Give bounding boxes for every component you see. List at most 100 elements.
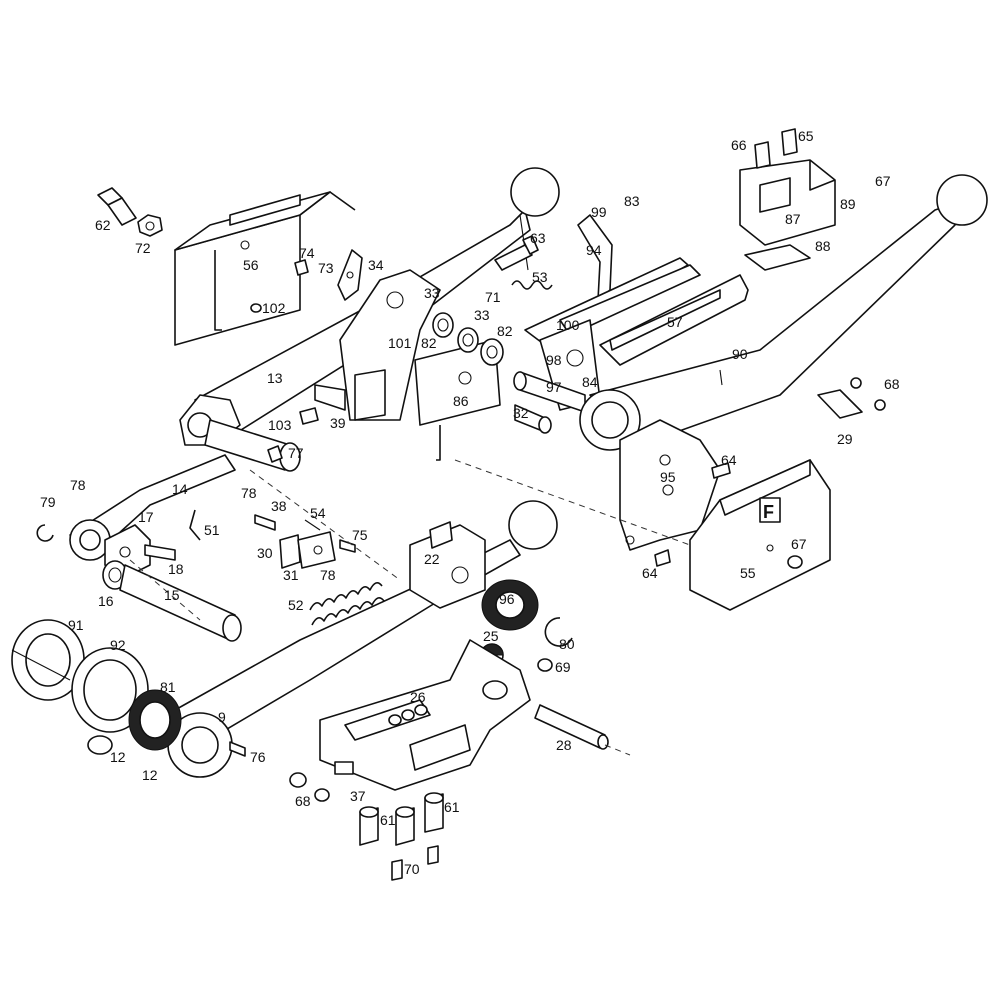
callout-88: 88 [815, 238, 831, 254]
screw-74 [294, 259, 309, 276]
housing-logo-letter: F [763, 502, 774, 522]
plate-29 [817, 389, 863, 419]
callout-56: 56 [243, 257, 259, 273]
callout-54: 54 [310, 505, 326, 521]
callout-84: 84 [582, 374, 598, 390]
callout-65: 65 [798, 128, 814, 144]
washer-12 [87, 735, 113, 755]
callout-32: 32 [513, 405, 529, 421]
gear-82 [480, 338, 504, 366]
screw-103 [299, 407, 319, 425]
callout-82a: 82 [421, 335, 437, 351]
callout-25: 25 [483, 628, 499, 644]
callout-96: 96 [499, 591, 515, 607]
callout-77: 77 [288, 445, 304, 461]
callout-95: 95 [660, 469, 676, 485]
screw-70b [427, 845, 439, 865]
ring-92 [71, 647, 149, 733]
callout-28: 28 [556, 737, 572, 753]
callout-82b: 82 [497, 323, 513, 339]
callout-67b: 67 [791, 536, 807, 552]
right-lever-90 [579, 174, 988, 451]
pin-38 [254, 514, 276, 531]
shaft-rod [204, 419, 301, 472]
callout-76: 76 [250, 749, 266, 765]
callout-12a: 12 [110, 749, 126, 765]
callout-98: 98 [546, 352, 562, 368]
cam-96 [481, 579, 539, 631]
callout-67a: 67 [875, 173, 891, 189]
callout-73: 73 [318, 260, 334, 276]
bolt-63 [494, 235, 539, 271]
slider-57 [599, 274, 749, 366]
callout-17: 17 [138, 509, 154, 525]
callout-68a: 68 [884, 376, 900, 392]
callout-68b: 68 [295, 793, 311, 809]
shim-88 [744, 244, 811, 271]
clamp-87 [739, 159, 836, 246]
callout-13: 13 [267, 370, 283, 386]
callout-53: 53 [532, 269, 548, 285]
spring-52 [309, 582, 385, 626]
callout-72: 72 [135, 240, 151, 256]
callout-18: 18 [168, 561, 184, 577]
callout-86: 86 [453, 393, 469, 409]
callout-33b: 33 [474, 307, 490, 323]
part-callouts: 62 72 56 74 73 34 102 13 103 77 39 33 33… [40, 128, 900, 877]
callout-69: 69 [555, 659, 571, 675]
callout-102: 102 [262, 300, 286, 316]
screw-61b [395, 806, 415, 846]
callout-29: 29 [837, 431, 853, 447]
housing-55 [689, 459, 831, 611]
callout-91: 91 [68, 617, 84, 633]
cover-56 [174, 191, 356, 346]
callout-16: 16 [98, 593, 114, 609]
screw-61a [359, 806, 379, 846]
callout-64a: 64 [721, 452, 737, 468]
plate-31 [297, 531, 336, 569]
linkage-14 [69, 454, 236, 561]
callout-103: 103 [268, 417, 292, 433]
callout-38: 38 [271, 498, 287, 514]
callout-100: 100 [556, 317, 580, 333]
screw-64a [711, 462, 731, 479]
callout-55: 55 [740, 565, 756, 581]
callout-39: 39 [330, 415, 346, 431]
callout-33a: 33 [424, 285, 440, 301]
callout-94: 94 [586, 242, 602, 258]
callout-57: 57 [667, 314, 683, 330]
screw-68-right [850, 377, 886, 411]
callout-34: 34 [368, 257, 384, 273]
screw-64b [654, 549, 671, 567]
bracket-101 [314, 269, 441, 421]
nut-68a [289, 772, 307, 788]
clip-51 [189, 509, 201, 541]
callout-80: 80 [559, 636, 575, 652]
screw-65 [781, 128, 798, 156]
callout-78c: 78 [320, 567, 336, 583]
callout-89: 89 [840, 196, 856, 212]
callout-14: 14 [172, 481, 188, 497]
spring-53 [511, 280, 553, 290]
base-block-26 [319, 639, 531, 791]
callout-99: 99 [591, 204, 607, 220]
callout-51: 51 [204, 522, 220, 538]
callout-63: 63 [530, 230, 546, 246]
screw-70a [391, 859, 403, 881]
screw-61c [424, 792, 444, 833]
gear-33a [432, 312, 454, 338]
gear-81 [128, 689, 182, 751]
callout-75: 75 [352, 527, 368, 543]
screw-66 [754, 141, 771, 169]
callout-31: 31 [283, 567, 299, 583]
screw-54 [304, 519, 321, 531]
ring-91 [11, 619, 85, 701]
callout-62: 62 [95, 217, 111, 233]
callout-37: 37 [350, 788, 366, 804]
nut-68b [314, 788, 330, 802]
nut-72 [137, 214, 163, 237]
callout-15: 15 [164, 587, 180, 603]
hook-34 [337, 249, 363, 301]
